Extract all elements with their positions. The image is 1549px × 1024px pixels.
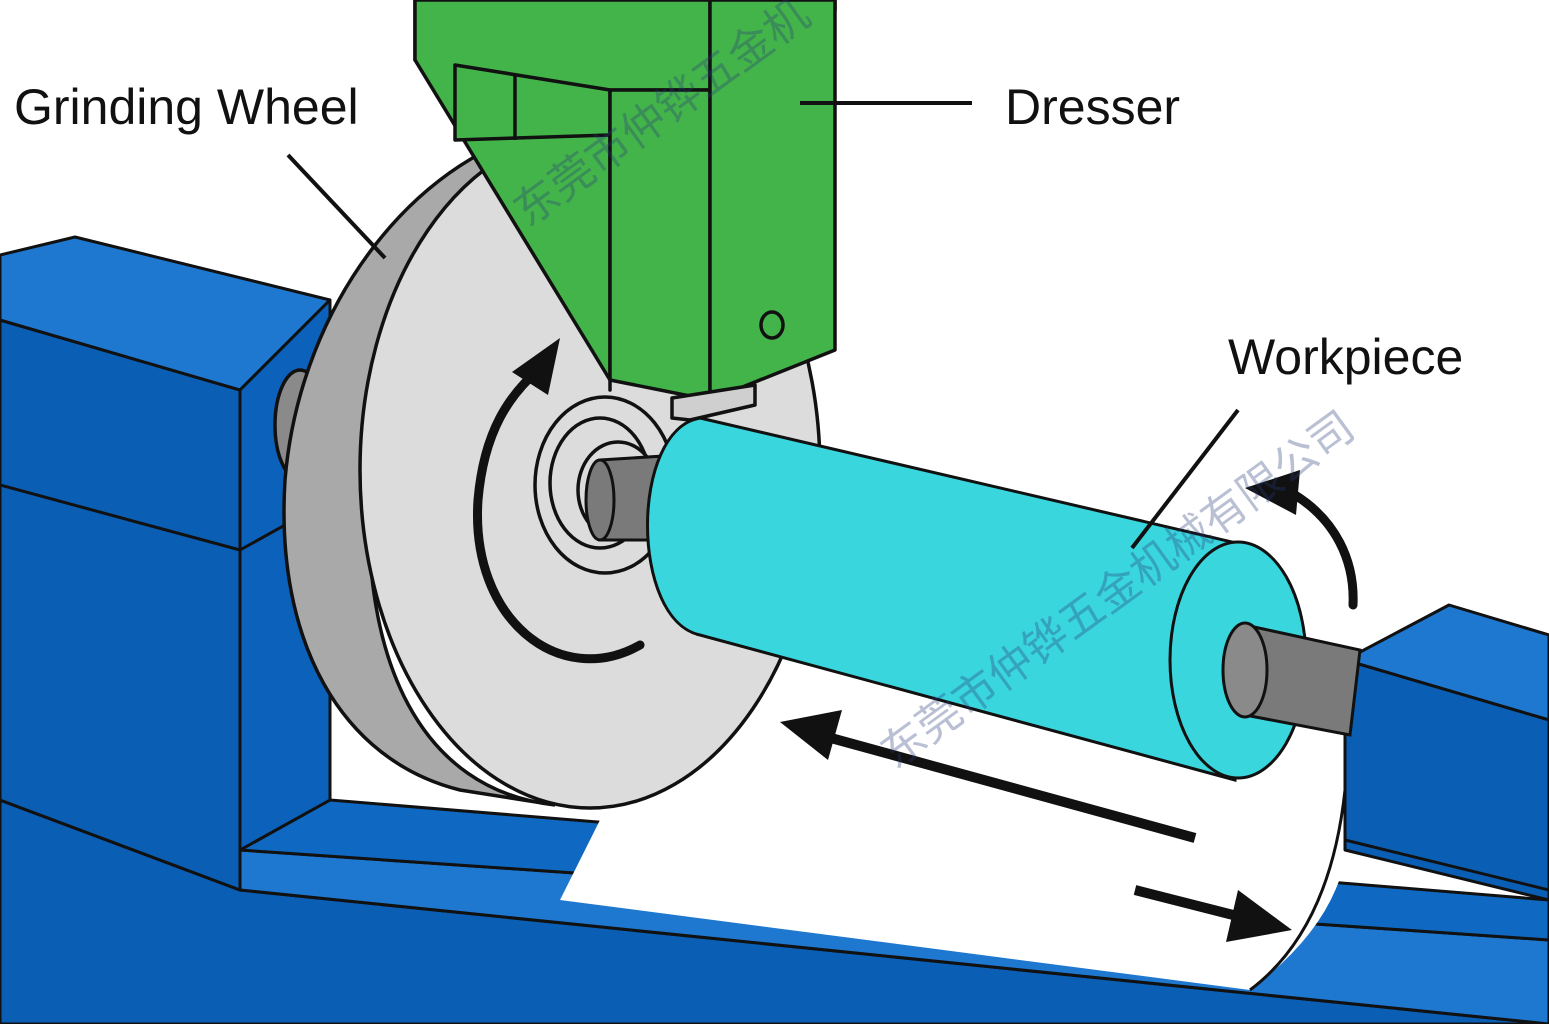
workpiece-assembly — [584, 416, 1362, 782]
workpiece-shaft-right-end — [1221, 621, 1269, 719]
traverse-arrow-left — [780, 710, 1197, 843]
workpiece-body — [646, 416, 1247, 782]
headstock-edge — [0, 483, 241, 552]
dresser-diamond-tip — [670, 383, 757, 422]
headstock-front — [0, 318, 242, 892]
dresser-bolt-hole — [759, 310, 785, 340]
dresser — [413, 0, 837, 422]
workpiece-rotation-arrow — [1245, 470, 1358, 610]
leader-workpiece — [1130, 408, 1240, 550]
bed-channel-edge — [1249, 789, 1347, 992]
dresser-stem-side — [708, 0, 837, 402]
label-grinding-wheel: Grinding Wheel — [14, 79, 359, 135]
bed-channel — [560, 800, 1345, 990]
label-dresser: Dresser — [1005, 79, 1180, 135]
wheel-rotation-arrow — [473, 338, 645, 664]
leader-lines — [286, 101, 1240, 550]
tailstock-front — [1343, 658, 1549, 902]
workpiece-shaft-left-end — [584, 458, 616, 542]
label-workpiece: Workpiece — [1228, 329, 1463, 385]
leader-grinding-wheel — [286, 153, 387, 260]
traverse-arrow-right — [1133, 885, 1292, 942]
tailstock-edge — [1344, 838, 1549, 892]
